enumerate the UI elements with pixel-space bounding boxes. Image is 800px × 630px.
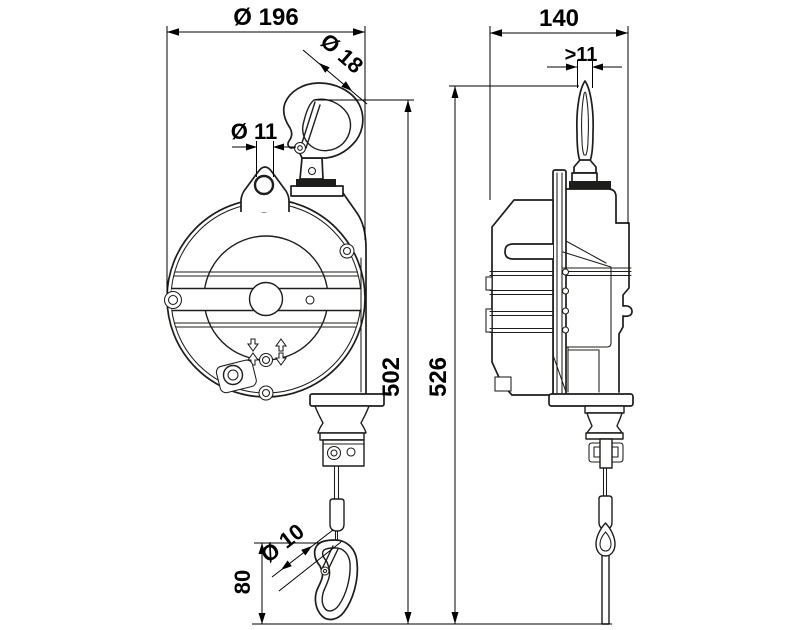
cable-clamp: [322, 439, 365, 467]
dim-overall-height: 526: [425, 85, 579, 624]
dim-hook-to-hook-height: 502: [314, 99, 414, 624]
dim-loop-clearance: >11: [547, 44, 622, 88]
small-hole: [305, 295, 315, 305]
dim-label-cable-diameter: Ø 10: [256, 519, 309, 568]
lug-hole: [253, 174, 275, 196]
dim-outer-diameter: Ø 196: [166, 4, 366, 292]
top-hook: [282, 82, 364, 159]
snap-hook-side: [595, 522, 616, 625]
side-view: [485, 80, 634, 625]
housing-right-edge: [615, 222, 633, 393]
dim-label-overall-height: 526: [425, 357, 452, 397]
cable-clamp-side: [588, 438, 624, 469]
dim-label-hook-bar-diameter: Ø 18: [316, 28, 368, 78]
dim-label-outer-diameter: Ø 196: [233, 4, 298, 31]
suspension-lug: [240, 166, 290, 212]
side-housing: [485, 188, 633, 396]
handle-bar: [504, 243, 553, 260]
casing-ribs-side: [489, 270, 554, 334]
wire-rope-side: [602, 467, 608, 498]
rubber-band: [296, 179, 336, 187]
dim-lug-hole-diameter: Ø 11: [231, 119, 296, 177]
dim-label-lug-hole-diameter: Ø 11: [231, 119, 277, 144]
top-loop: [569, 80, 611, 189]
cable-outlet-side: [548, 393, 634, 530]
center-hole: [248, 281, 284, 317]
rubber-band-side: [569, 181, 611, 189]
safety-latch: [300, 101, 321, 149]
left-bolt: [163, 290, 183, 310]
top-mount: [290, 157, 344, 197]
housing-front: [163, 192, 367, 401]
front-view: [163, 82, 385, 621]
ferrule: [329, 498, 345, 532]
casing-right-edge: [342, 192, 367, 394]
dim-label-body-depth: 140: [539, 5, 579, 32]
dim-label-loop-clearance: >11: [565, 44, 598, 66]
dim-label-snap-hook-length: 80: [230, 570, 255, 594]
dim-label-hook-to-hook-height: 502: [378, 357, 405, 397]
dim-body-depth: 140: [489, 5, 629, 224]
mounting-flange: [552, 169, 567, 397]
snap-hook: [313, 539, 359, 621]
cable-outlet: [309, 393, 385, 545]
dim-snap-hook-length: 80: [230, 542, 320, 624]
